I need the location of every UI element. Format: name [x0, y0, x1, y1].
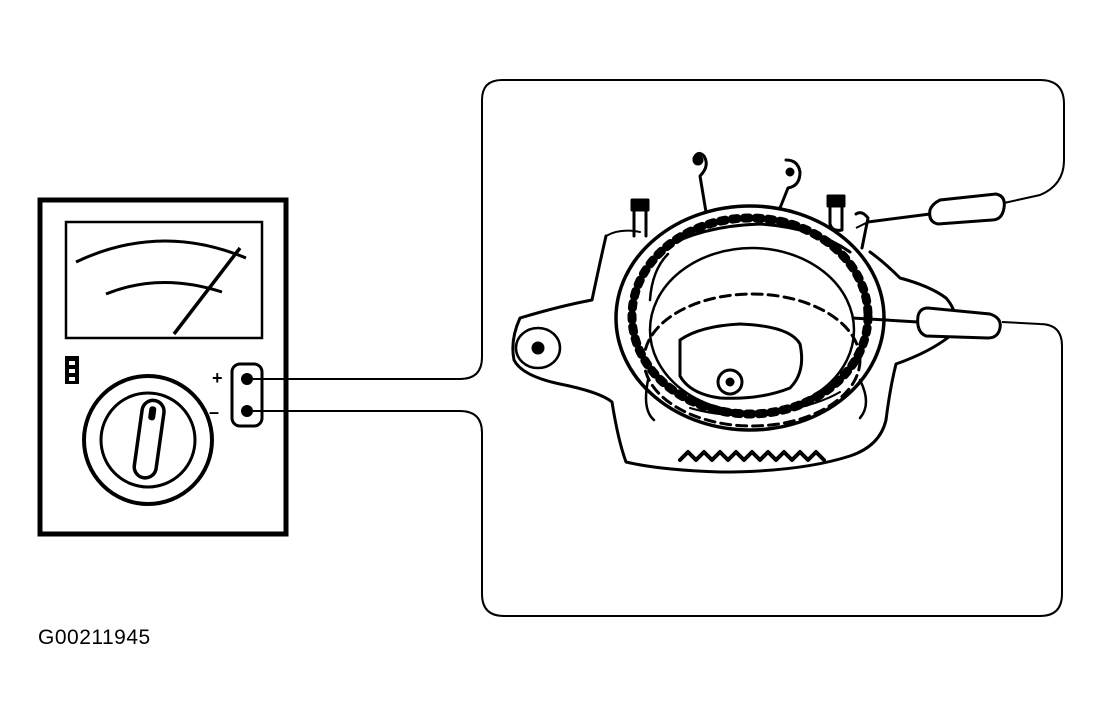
- negative-test-lead: [253, 321, 1063, 617]
- negative-probe: [851, 306, 1002, 340]
- mounting-ear: [514, 326, 562, 370]
- negative-terminal[interactable]: [241, 405, 253, 417]
- stator-lead-terminals: [630, 151, 870, 250]
- range-dial-knob-notch: [148, 406, 157, 421]
- meter-display: [64, 220, 264, 340]
- negative-terminal-label: –: [209, 402, 219, 422]
- figure-id-label: G00211945: [38, 626, 151, 649]
- positive-terminal-label: +: [212, 368, 223, 388]
- stator-core-outer: [614, 204, 886, 432]
- mode-indicator-icon: [65, 356, 79, 384]
- positive-terminal[interactable]: [241, 373, 253, 385]
- range-dial-knob[interactable]: [132, 398, 166, 480]
- meter-scale-outer: [75, 239, 247, 264]
- serrated-edge: [678, 450, 826, 462]
- meter-needle: [172, 246, 242, 336]
- rotor-center: [678, 322, 804, 400]
- stator-windings: [627, 213, 873, 419]
- end-frame-housing: [511, 234, 957, 474]
- positive-probe: [855, 192, 1006, 229]
- positive-test-lead: [253, 79, 1065, 380]
- multimeter: + –: [37, 197, 289, 537]
- stator-assembly-illustration: [511, 151, 957, 474]
